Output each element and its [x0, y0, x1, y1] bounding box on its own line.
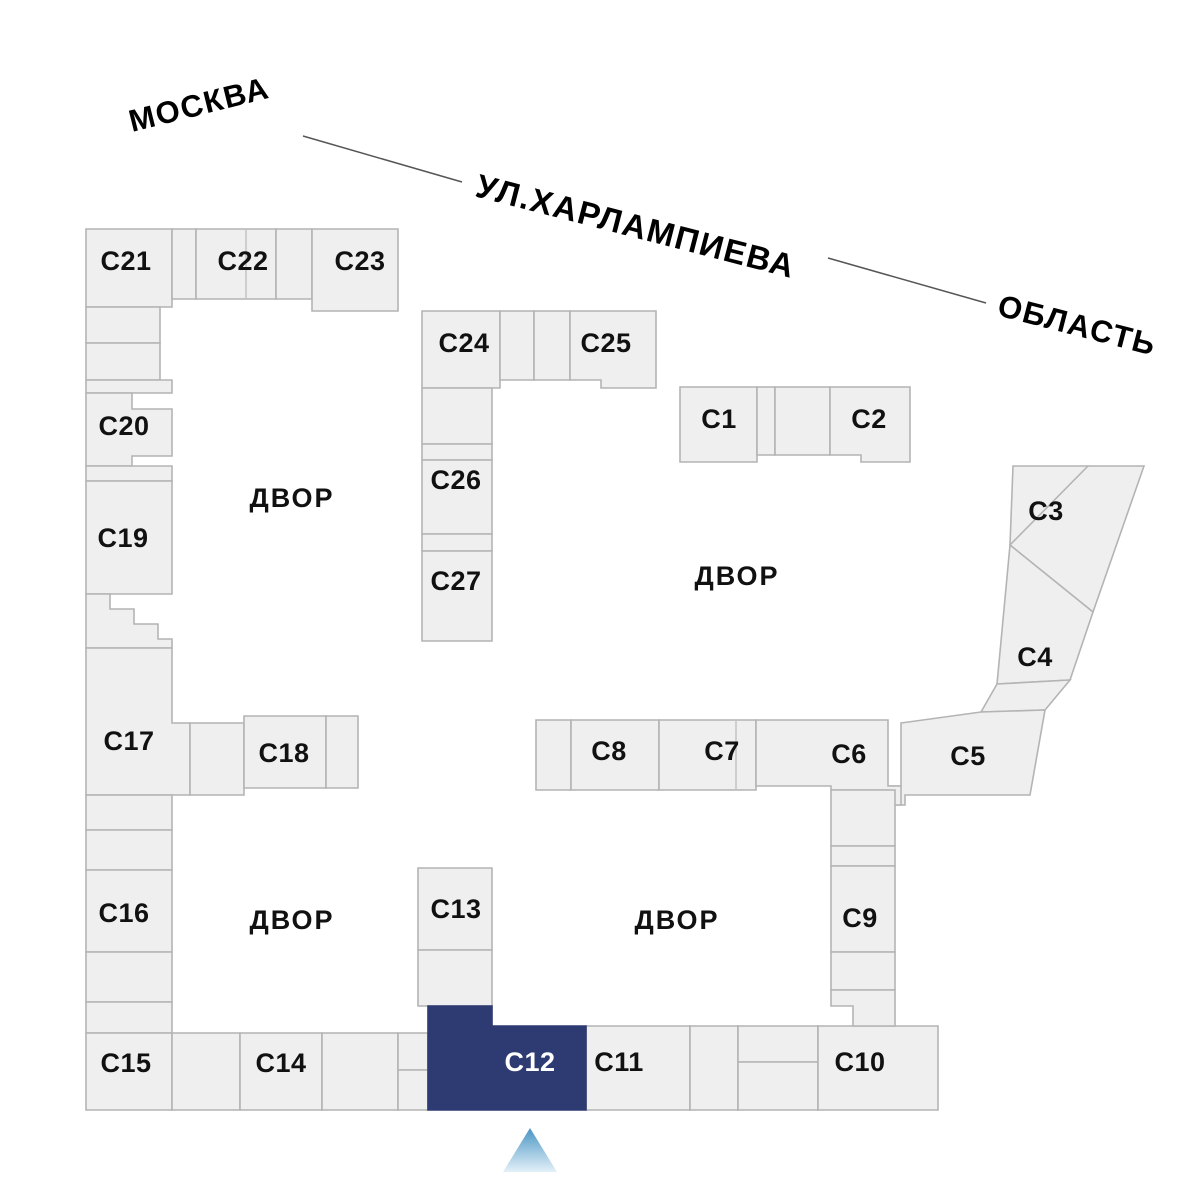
building-shape-seg-aa[interactable] — [756, 386, 776, 456]
building-label-C17: C17 — [103, 726, 154, 756]
building-label-C3: C3 — [1028, 496, 1064, 526]
building-label-C7: C7 — [704, 736, 740, 766]
building-label-C15: C15 — [100, 1048, 151, 1078]
building-label-C24: C24 — [438, 328, 489, 358]
building-shape-seg-y[interactable] — [421, 443, 493, 461]
building-label-C26: C26 — [430, 465, 481, 495]
building-shape-seg-s[interactable] — [737, 1025, 819, 1063]
building-label-C23: C23 — [334, 246, 385, 276]
building-shape-seg-d[interactable] — [85, 342, 161, 381]
building-label-C1: C1 — [701, 404, 737, 434]
building-shape-seg-k[interactable] — [85, 829, 173, 871]
building-shape-seg-j[interactable] — [85, 794, 173, 831]
building-shape-seg-n[interactable] — [171, 1032, 241, 1111]
building-shape-seg-r[interactable] — [689, 1025, 739, 1111]
building-shape-seg-q[interactable] — [397, 1069, 429, 1111]
building-shape-seg-g[interactable] — [85, 593, 173, 649]
building-label-C22: C22 — [217, 246, 268, 276]
direction-label-oblast: ОБЛАСТЬ — [994, 288, 1160, 363]
building-shape-C25[interactable] — [569, 310, 657, 389]
yard-label-northeast: ДВОР — [694, 561, 779, 591]
block-center-south — [417, 867, 587, 1111]
building-shape-C24[interactable] — [421, 310, 501, 389]
building-shape-C23[interactable] — [311, 228, 399, 312]
building-shape-C21[interactable] — [85, 228, 173, 308]
building-shape-seg-c[interactable] — [85, 306, 161, 344]
building-shape-seg-ad[interactable] — [979, 679, 1072, 713]
building-shape-seg-ab[interactable] — [774, 386, 831, 456]
block-center-north — [421, 310, 657, 642]
building-label-C19: C19 — [97, 523, 148, 553]
building-shape-seg-ah[interactable] — [830, 951, 896, 991]
building-label-C12: C12 — [504, 1047, 555, 1077]
building-shape-seg-u[interactable] — [417, 949, 493, 1007]
building-label-C27: C27 — [430, 566, 481, 596]
building-shape-seg-l[interactable] — [85, 951, 173, 1003]
building-shape-seg-w[interactable] — [533, 310, 571, 381]
building-shape-C2[interactable] — [829, 386, 911, 463]
building-shape-C19[interactable] — [85, 480, 173, 595]
block-c1-c2 — [679, 386, 911, 463]
building-label-C20: C20 — [98, 411, 149, 441]
building-shape-seg-v[interactable] — [499, 310, 535, 381]
building-label-C10: C10 — [834, 1047, 885, 1077]
building-shape-C17[interactable] — [85, 647, 191, 796]
building-shape-seg-x[interactable] — [421, 387, 493, 445]
building-shape-seg-h[interactable] — [189, 722, 245, 796]
building-label-C2: C2 — [851, 404, 887, 434]
building-label-C4: C4 — [1017, 642, 1053, 672]
building-shape-seg-z[interactable] — [421, 533, 493, 552]
block-east — [887, 465, 1146, 806]
building-label-C16: C16 — [98, 898, 149, 928]
marker-triangle-icon — [503, 1128, 557, 1172]
building-shape-seg-ai[interactable] — [830, 989, 896, 1027]
building-shape-seg-m[interactable] — [85, 1001, 173, 1034]
building-label-C14: C14 — [255, 1048, 306, 1078]
building-label-C8: C8 — [591, 736, 627, 766]
building-shape-seg-o[interactable] — [321, 1032, 399, 1111]
building-shape-C10[interactable] — [817, 1025, 939, 1111]
building-label-C18: C18 — [258, 738, 309, 768]
block-south — [85, 1025, 939, 1111]
building-shape-seg-i[interactable] — [325, 715, 359, 789]
building-shape-seg-b[interactable] — [275, 228, 313, 300]
building-shape-seg-af[interactable] — [830, 789, 896, 847]
street-name-label: УЛ.ХАРЛАМПИЕВА — [472, 167, 799, 285]
building-shape-seg-p[interactable] — [397, 1032, 429, 1071]
building-shape-C7[interactable] — [658, 719, 757, 791]
yard-label-southwest: ДВОР — [249, 905, 334, 935]
building-shape-seg-a[interactable] — [171, 228, 197, 300]
building-shape-seg-ag[interactable] — [830, 845, 896, 867]
block-northeast-row — [535, 719, 902, 1027]
building-labels: C21 C22 C23 C20 C19 C17 C18 C16 C15 C14 … — [97, 246, 1063, 1078]
building-label-C11: C11 — [594, 1047, 644, 1077]
building-shape-seg-ae[interactable] — [535, 719, 572, 791]
building-label-C25: C25 — [580, 328, 631, 358]
building-label-C21: C21 — [100, 246, 151, 276]
building-label-C5: C5 — [950, 741, 986, 771]
yard-label-northwest: ДВОР — [249, 483, 334, 513]
building-shape-C1[interactable] — [679, 386, 758, 463]
building-shape-seg-f[interactable] — [85, 465, 173, 482]
building-shape-seg-e[interactable] — [85, 379, 173, 394]
leader-line-right — [827, 257, 987, 304]
building-label-C13: C13 — [430, 894, 481, 924]
direction-label-moscow: МОСКВА — [125, 70, 273, 139]
selected-building-marker — [503, 1128, 557, 1172]
building-shape-C12[interactable] — [427, 1005, 587, 1111]
building-label-C9: C9 — [842, 903, 878, 933]
yard-label-southeast: ДВОР — [634, 905, 719, 935]
block-northwest — [85, 228, 399, 1034]
building-shape-C27[interactable] — [421, 550, 493, 642]
building-label-C6: C6 — [831, 739, 867, 769]
building-shape-seg-t[interactable] — [737, 1061, 819, 1111]
yard-labels: ДВОР ДВОР ДВОР ДВОР — [249, 483, 779, 935]
leader-line-left — [302, 135, 463, 183]
